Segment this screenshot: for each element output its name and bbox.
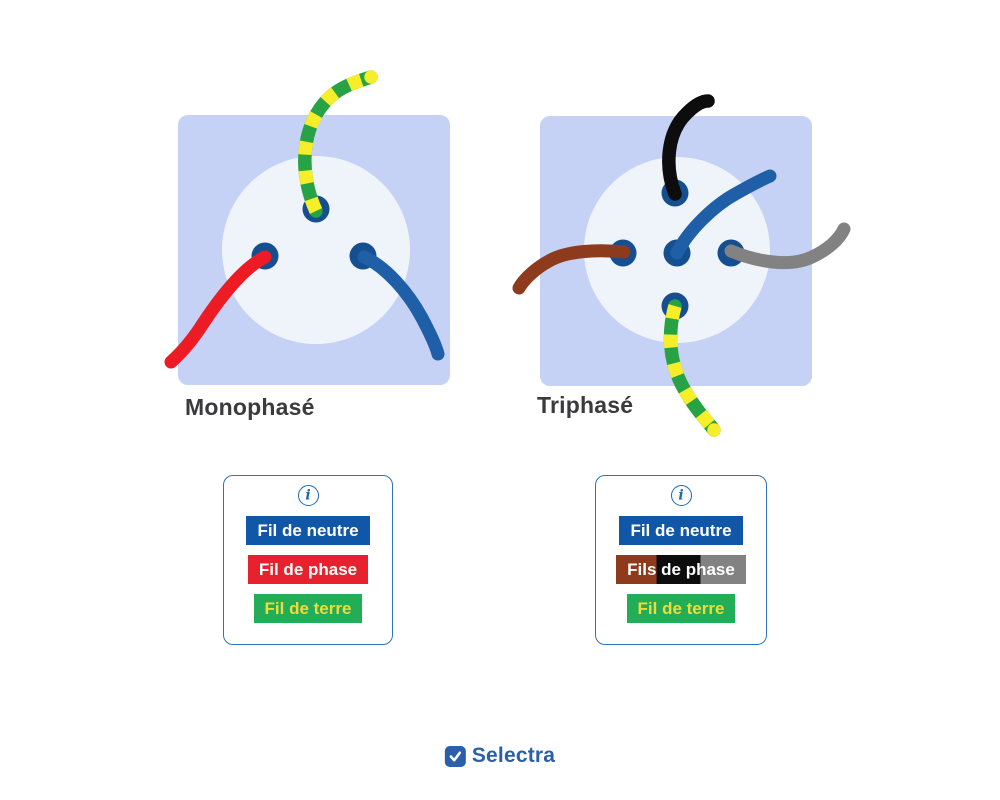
tri-legend-phase-badge: Fils de phase [616, 555, 746, 584]
tri-wire-neutral-blue [670, 169, 777, 260]
mono-legend-earth-badge: Fil de terre [253, 594, 363, 623]
tri-wire-phase-brown [512, 244, 631, 295]
tri-panel [512, 94, 851, 437]
tri-legend-card: i Fil de neutre Fils de phase Fil de ter… [595, 475, 767, 645]
tri-panel-title: Triphasé [537, 392, 634, 418]
info-icon[interactable]: i [297, 485, 319, 506]
info-icon-glyph: i [678, 487, 684, 503]
mono-wire-neutral-blue [357, 250, 445, 361]
mono-legend-phase-badge: Fil de phase [247, 555, 369, 584]
mono-legend-neutral-badge: Fil de neutre [246, 516, 370, 545]
tri-wire-phase-black [662, 94, 715, 201]
brand-name: Selectra [471, 744, 556, 767]
tri-wire-phase-gray [724, 222, 851, 270]
tri-legend-earth-badge: Fil de terre [626, 594, 736, 623]
selectra-check-icon [444, 745, 466, 767]
check-icon [449, 750, 462, 762]
tri-legend-neutral-badge: Fil de neutre [619, 516, 743, 545]
mono-wire-phase-red [164, 250, 272, 369]
tri-wire-earth-yellow-stripes [663, 304, 720, 435]
mono-earth-wire-tip [364, 70, 378, 84]
mono-panel [164, 70, 450, 385]
mono-socket-face [222, 156, 410, 344]
mono-panel-title: Monophasé [185, 394, 315, 420]
info-icon-glyph: i [305, 487, 311, 503]
brand-logo: Selectra [444, 744, 556, 768]
mono-legend-card: i Fil de neutre Fil de phase Fil de terr… [223, 475, 393, 645]
info-icon[interactable]: i [670, 485, 692, 506]
mono-wire-earth-yellow-stripes [298, 70, 374, 214]
tri-earth-wire-tip [707, 423, 721, 437]
